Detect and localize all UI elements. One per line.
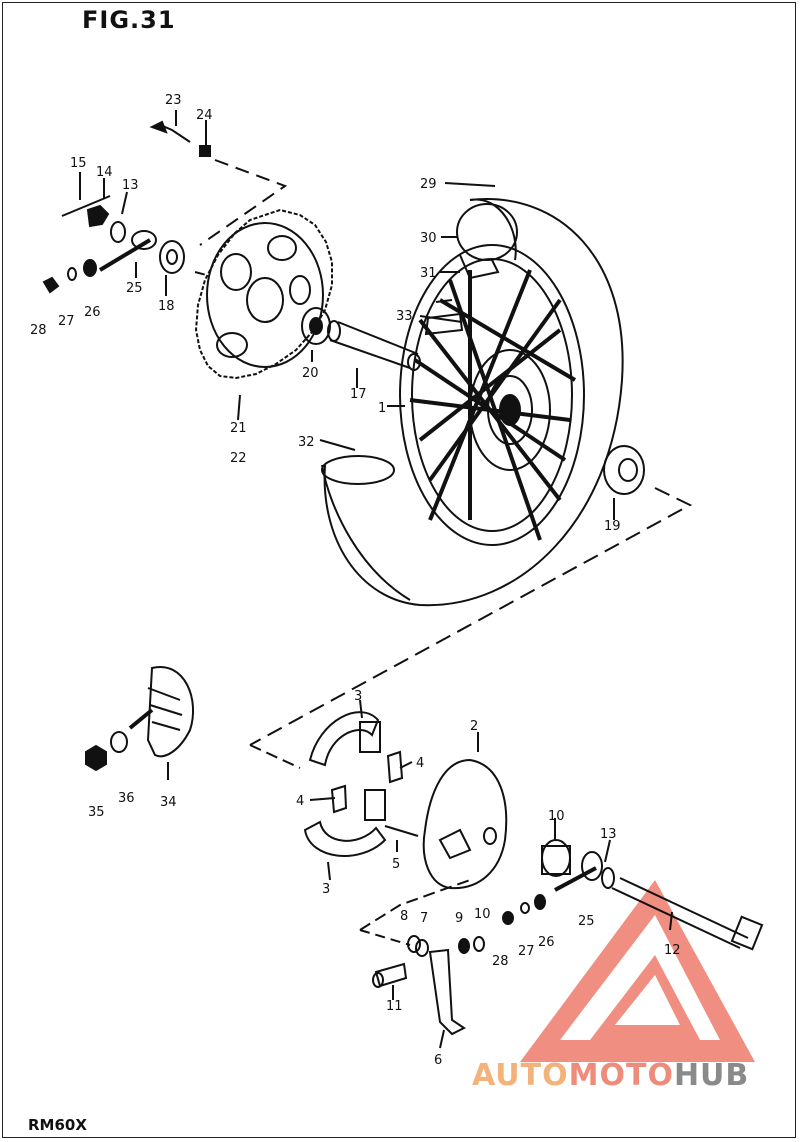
watermark-text: AUTOMOTOHUB xyxy=(472,1058,750,1093)
sprocket xyxy=(194,208,333,380)
part-label: 28 xyxy=(30,323,47,338)
part-label: 2 xyxy=(470,719,478,734)
part-label: 3 xyxy=(354,689,362,704)
part-label: 14 xyxy=(96,165,113,180)
part-label: 27 xyxy=(58,314,75,329)
part-label: 3 xyxy=(322,882,330,897)
part-label: 10 xyxy=(548,809,565,824)
part-label: 6 xyxy=(434,1053,442,1068)
part-label: 25 xyxy=(126,281,143,296)
part-label: 31 xyxy=(420,266,437,281)
model-code: RM60X xyxy=(28,1116,87,1134)
part-label: 34 xyxy=(160,795,177,810)
leader-lines xyxy=(79,110,693,1049)
part-label: 24 xyxy=(196,108,213,123)
brake-arm xyxy=(372,935,485,1036)
part-label: 33 xyxy=(396,309,413,324)
part-label: 8 xyxy=(400,909,408,924)
part-label: 1 xyxy=(378,401,386,416)
part-label: 36 xyxy=(118,791,135,806)
hub-spacer xyxy=(301,307,421,371)
part-label: 21 xyxy=(230,421,247,436)
part-label: 27 xyxy=(518,944,535,959)
part-label: 4 xyxy=(296,794,304,809)
part-label: 22 xyxy=(230,451,247,466)
part-label: 25 xyxy=(578,914,595,929)
brake-panel xyxy=(422,758,508,890)
part-labels: 23 24 15 14 13 29 30 31 33 25 18 28 27 2… xyxy=(30,93,681,1068)
part-label: 19 xyxy=(604,519,621,534)
wheel-tire xyxy=(321,198,624,607)
part-label: 7 xyxy=(420,911,428,926)
part-label: 29 xyxy=(420,177,437,192)
part-label: 26 xyxy=(84,305,101,320)
watermark-logo-icon xyxy=(520,880,755,1062)
tube-valve xyxy=(424,203,518,336)
part-label: 35 xyxy=(88,805,105,820)
part-label: 15 xyxy=(70,156,87,171)
part-label: 20 xyxy=(302,366,319,381)
brake-shoes xyxy=(303,711,419,857)
hub-cover xyxy=(85,665,195,772)
part-label: 17 xyxy=(350,387,367,402)
part-label: 32 xyxy=(298,435,315,450)
wheel-spokes xyxy=(409,269,577,541)
wheel-bearing xyxy=(603,445,645,495)
part-label: 18 xyxy=(158,299,175,314)
part-label: 26 xyxy=(538,935,555,950)
part-label: 4 xyxy=(416,756,424,771)
part-label: 13 xyxy=(122,178,139,193)
figure-title: FIG.31 xyxy=(82,6,176,34)
axle xyxy=(502,839,764,951)
hardware-upper xyxy=(42,120,211,294)
part-label: 5 xyxy=(392,857,400,872)
part-label: 12 xyxy=(664,943,681,958)
part-label: 30 xyxy=(420,231,437,246)
part-label: 28 xyxy=(492,954,509,969)
part-label: 11 xyxy=(386,999,403,1014)
part-label: 13 xyxy=(600,827,617,842)
part-label: 10 xyxy=(474,907,491,922)
part-label: 23 xyxy=(165,93,182,108)
part-label: 9 xyxy=(455,911,463,926)
